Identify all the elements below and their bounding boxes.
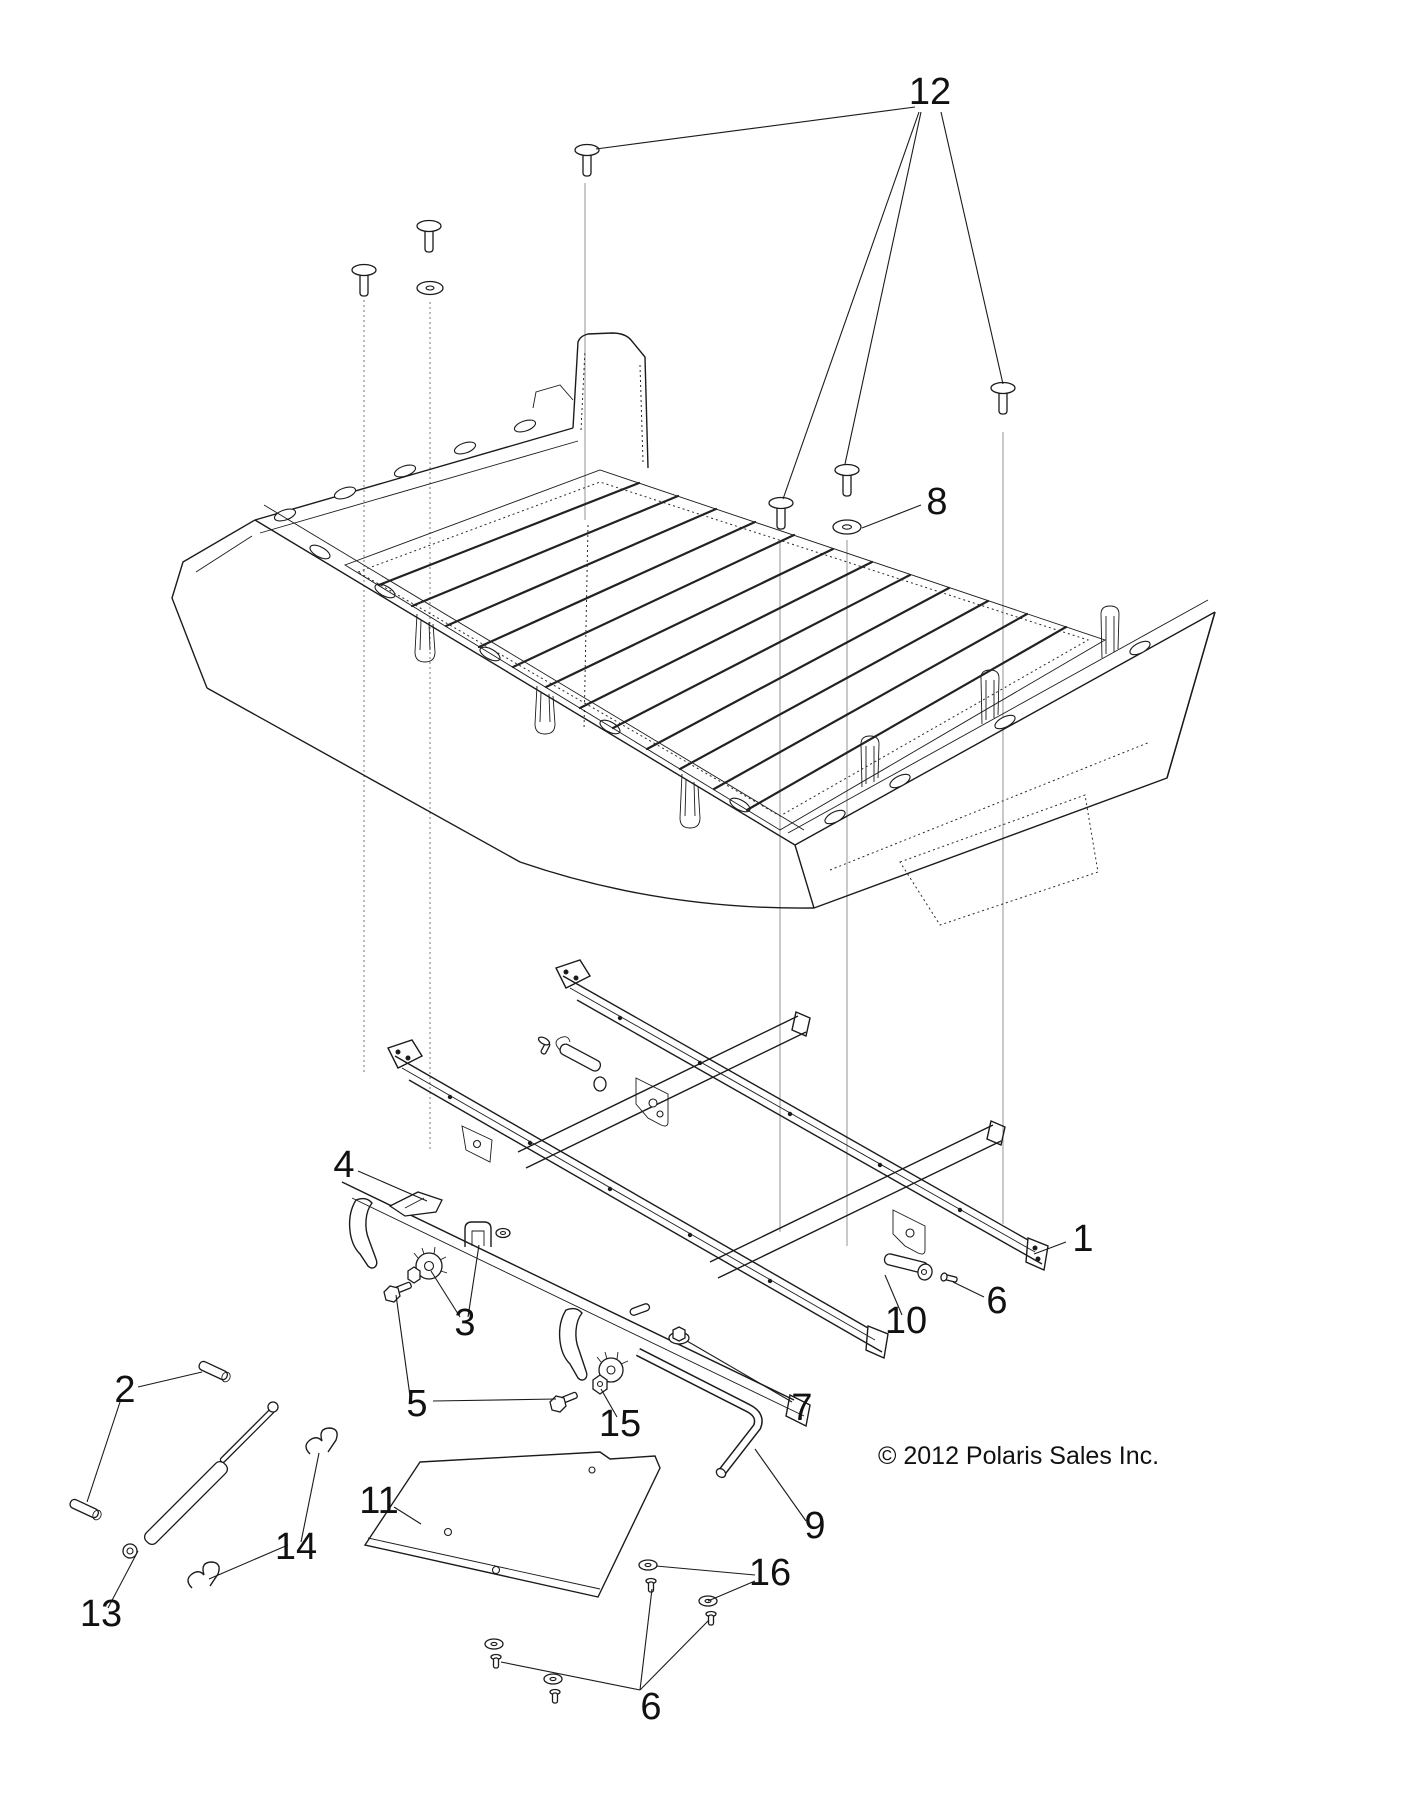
frame-cross-tube-right <box>709 1120 1006 1279</box>
callout-6-bottom: 6 <box>640 1686 661 1728</box>
clevis-pin-10 <box>883 1253 933 1281</box>
small-screw-icon <box>537 1036 551 1055</box>
dowel-pin <box>69 1498 102 1521</box>
leader-lines <box>86 106 1067 1691</box>
screw-icon <box>834 463 860 497</box>
rim-clip-tabs-near <box>414 613 701 829</box>
callout-4: 4 <box>333 1144 354 1186</box>
leader-3 <box>430 1244 480 1318</box>
callout-14: 14 <box>275 1526 317 1568</box>
callout-10: 10 <box>885 1300 927 1342</box>
latch-hook <box>349 1197 378 1269</box>
washer-screw-pair <box>543 1673 563 1704</box>
gas-strut-13 <box>122 1401 279 1559</box>
frame-bracket <box>892 1209 926 1255</box>
leader-7 <box>686 1340 793 1403</box>
callouts: 12 8 1 4 3 5 15 7 9 10 6 2 13 14 11 16 6 <box>80 71 1094 1728</box>
leader-8 <box>861 504 922 529</box>
latch-cam <box>596 1351 629 1383</box>
flange-nut <box>407 1266 421 1284</box>
skid-plate-11 <box>363 1451 661 1598</box>
latch-clamp <box>464 1221 511 1247</box>
screw-icon <box>574 143 600 177</box>
callout-8: 8 <box>926 481 947 523</box>
rim-holes-far <box>824 640 1151 825</box>
leader-6-right <box>952 1281 985 1298</box>
dowel-pin <box>198 1360 231 1383</box>
callout-13: 13 <box>80 1593 122 1635</box>
leader-15 <box>600 1388 618 1418</box>
cotter-clip <box>187 1561 220 1589</box>
callout-5: 5 <box>406 1383 427 1425</box>
washer-screw-pair <box>698 1595 718 1626</box>
screw-icon <box>768 496 794 530</box>
callout-11: 11 <box>359 1480 398 1522</box>
mounting-frame <box>387 959 1049 1360</box>
leader-4 <box>357 1170 428 1202</box>
hex-bolt <box>383 1281 412 1303</box>
screw-12-group <box>351 143 1016 530</box>
leader-5 <box>395 1294 557 1402</box>
flange-nut-15 <box>592 1374 608 1395</box>
callout-12: 12 <box>909 71 951 113</box>
leader-9 <box>754 1448 807 1522</box>
callout-6-right: 6 <box>986 1280 1007 1322</box>
callout-3: 3 <box>454 1302 475 1344</box>
leader-16 <box>655 1565 756 1602</box>
callout-9: 9 <box>804 1505 825 1547</box>
screw-icon <box>990 381 1016 415</box>
washer-screw-pair <box>638 1559 658 1593</box>
copyright-notice: © 2012 Polaris Sales Inc. <box>878 1442 1159 1470</box>
frame-cross-tube-left <box>517 1011 811 1169</box>
leader-11 <box>393 1506 422 1525</box>
cargo-box <box>171 332 1216 926</box>
projection-lines <box>363 183 1004 1246</box>
leader-14 <box>208 1452 320 1580</box>
frame-rail-front <box>387 1039 889 1360</box>
cotter-clip <box>305 1427 338 1455</box>
flange-nut-7 <box>668 1326 690 1345</box>
frame-bracket <box>635 1077 669 1127</box>
wedge-bumper <box>388 1191 443 1217</box>
box-floor <box>343 469 1107 831</box>
leader-12 <box>595 106 1004 500</box>
leader-13 <box>107 1550 139 1609</box>
callout-2: 2 <box>114 1369 135 1411</box>
screw-icon <box>416 219 442 253</box>
latch-cam <box>413 1246 448 1280</box>
box-rear-pillar <box>532 332 649 731</box>
frame-bracket <box>461 1125 493 1163</box>
callout-16: 16 <box>749 1552 791 1594</box>
leader-2 <box>86 1371 203 1503</box>
frame-rail-rear <box>555 959 1049 1272</box>
washer-8 <box>832 519 862 535</box>
latch-hook <box>559 1307 588 1381</box>
leader-10 <box>884 1274 903 1316</box>
small-screw-6-right <box>940 1272 958 1283</box>
small-pin <box>629 1303 651 1316</box>
hex-bolt <box>549 1391 578 1413</box>
washer-under-screw <box>416 280 444 296</box>
leader-1 <box>1033 1241 1067 1255</box>
latch-rail-assembly <box>341 1181 811 1428</box>
callout-7: 7 <box>791 1387 812 1429</box>
washer-screw-pair <box>484 1638 504 1669</box>
leader-6-bottom <box>500 1588 710 1691</box>
callout-15: 15 <box>599 1403 641 1445</box>
box-right-wall <box>794 611 1216 926</box>
rim-holes-rear-left <box>273 419 537 522</box>
callout-1: 1 <box>1072 1218 1093 1260</box>
tailgate-rod-9 <box>635 1347 763 1479</box>
screw-icon <box>351 263 377 297</box>
pivot-pin-icon <box>555 1036 607 1092</box>
